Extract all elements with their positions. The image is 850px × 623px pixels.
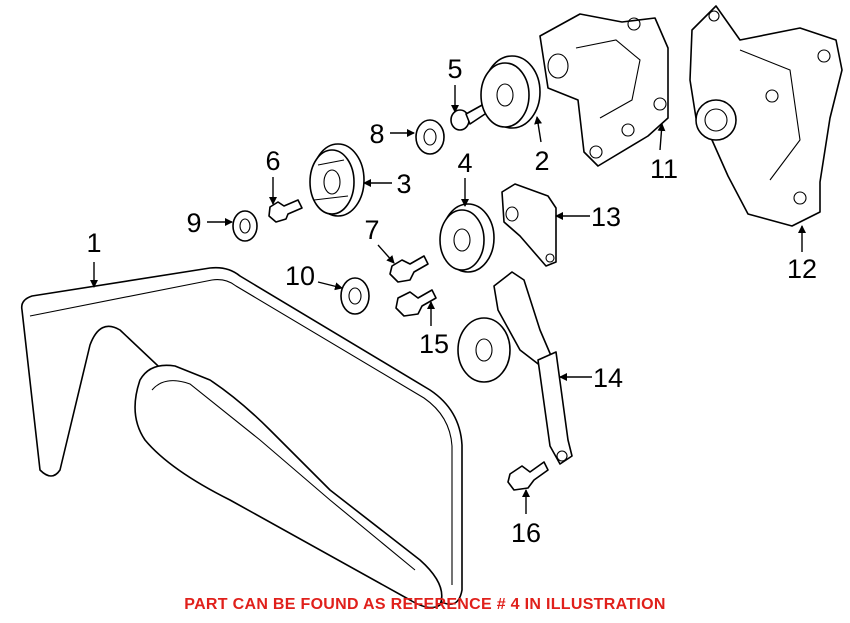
leader-lines <box>90 85 806 514</box>
callout-label-2: 2 <box>534 146 549 176</box>
part-3-idler-pulley <box>309 143 365 217</box>
part-11-mounting-bracket <box>539 13 669 167</box>
callout-label-6: 6 <box>265 146 280 176</box>
part-13-bracket <box>501 183 557 267</box>
callout-label-3: 3 <box>396 169 411 199</box>
callout-label-13: 13 <box>591 202 621 232</box>
part-9-spacer <box>232 210 258 242</box>
part-8-spacer <box>415 119 445 155</box>
callout-label-1: 1 <box>86 228 101 258</box>
part-15-bolt <box>395 289 437 317</box>
part-7-bolt <box>389 255 429 283</box>
part-2-pulley <box>480 55 541 129</box>
callout-label-4: 4 <box>457 148 472 178</box>
callout-label-10: 10 <box>285 261 315 291</box>
part-12-engine-bracket <box>689 5 843 227</box>
callout-label-9: 9 <box>186 208 201 238</box>
reference-caption: PART CAN BE FOUND AS REFERENCE # 4 IN IL… <box>184 596 666 613</box>
part-6-bolt <box>268 199 303 223</box>
callout-label-16: 16 <box>511 518 541 548</box>
part-4-pulley <box>439 203 495 273</box>
part-14-tensioner <box>457 271 573 465</box>
part-16-bolt <box>507 461 549 491</box>
callout-label-11: 11 <box>650 154 678 184</box>
callout-label-5: 5 <box>447 54 462 84</box>
part-10-spacer <box>340 277 370 315</box>
callout-label-14: 14 <box>593 363 623 393</box>
callout-label-7: 7 <box>364 215 379 245</box>
part-1-serpentine-belt <box>20 266 463 609</box>
callout-label-8: 8 <box>369 119 384 149</box>
callout-label-12: 12 <box>787 254 817 284</box>
callout-label-15: 15 <box>419 329 449 359</box>
